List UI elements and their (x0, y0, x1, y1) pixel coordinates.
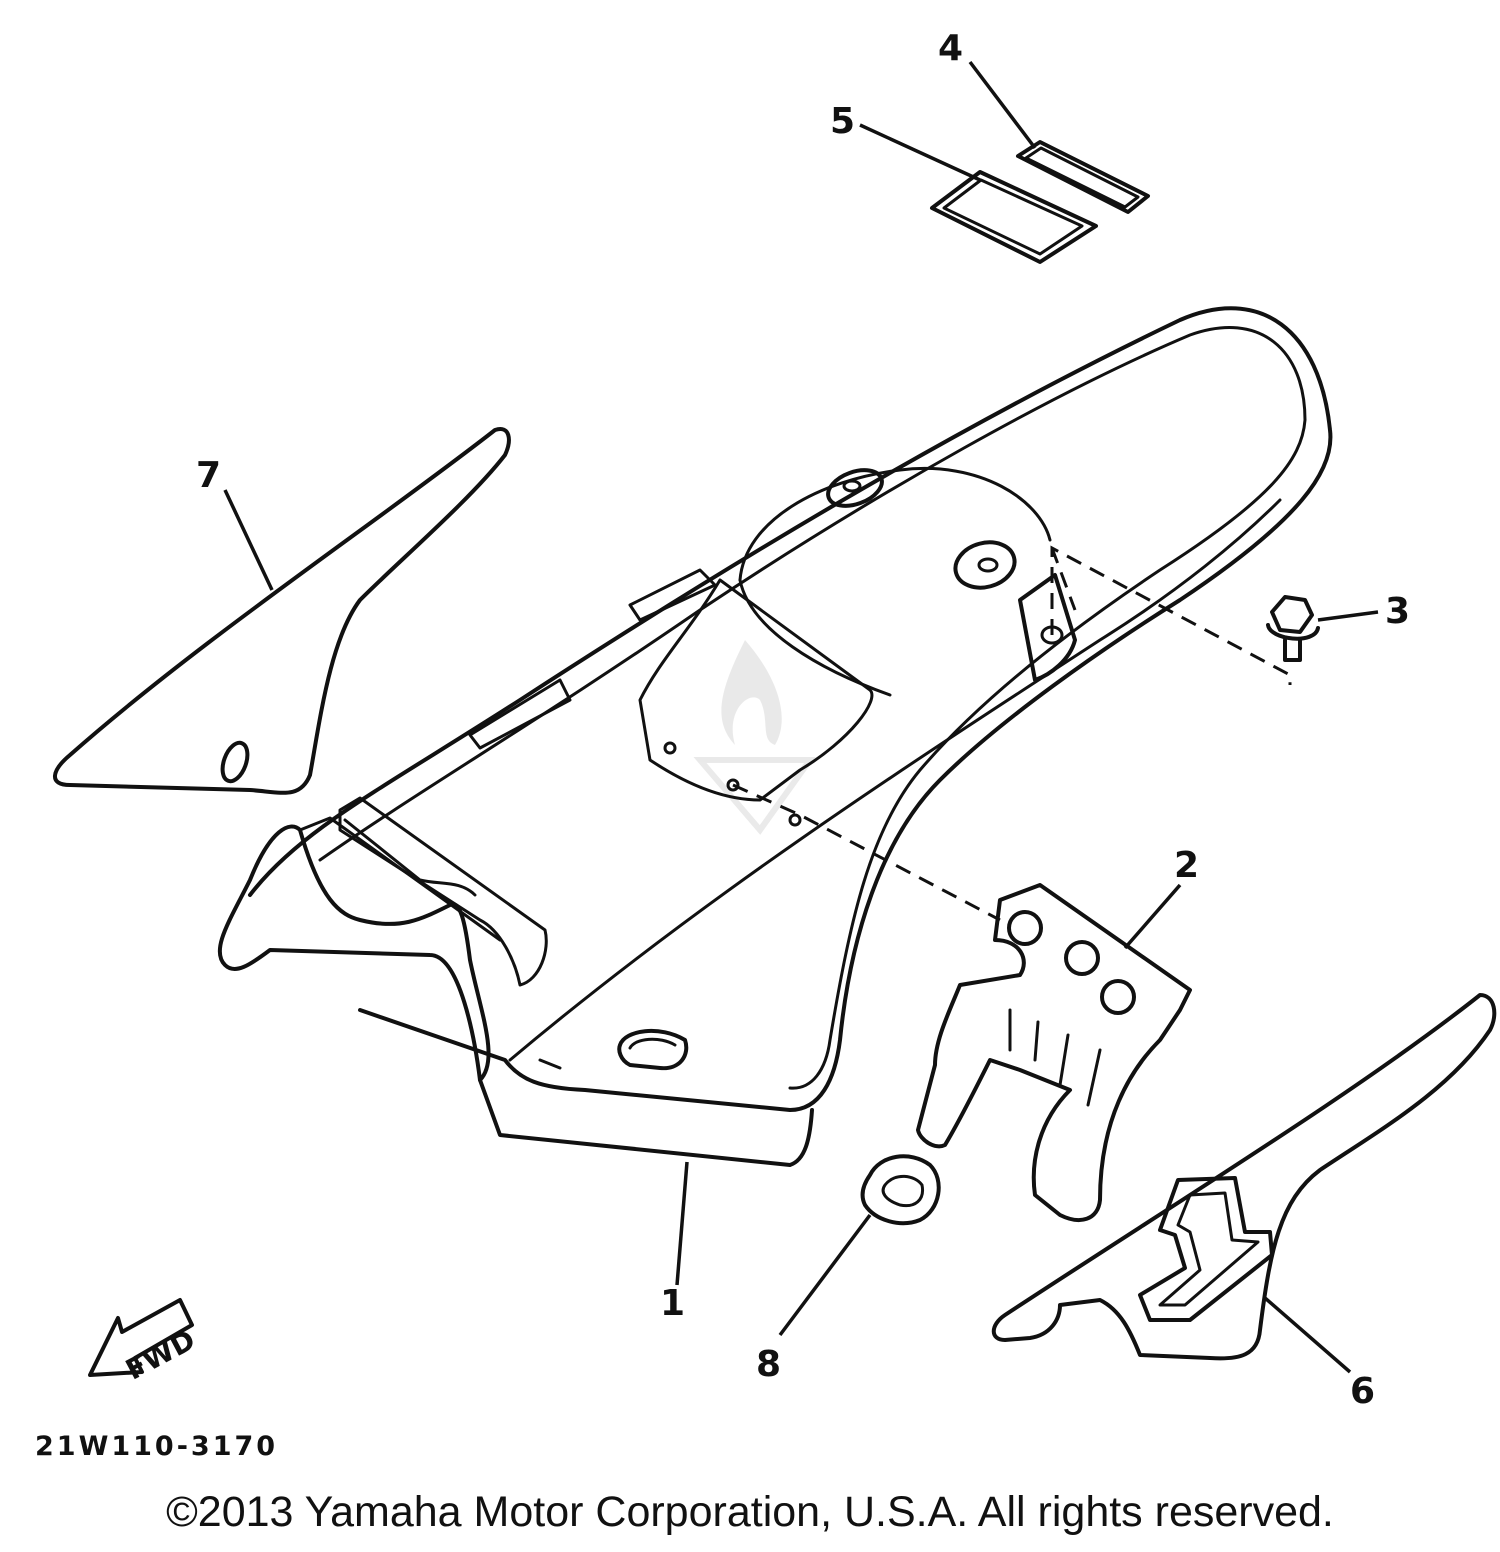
assembly-lines (732, 545, 1292, 922)
fwd-arrow-icon: FWD (88, 1298, 201, 1387)
bolt-part-3 (1266, 595, 1320, 662)
callout-8: 8 (756, 1344, 781, 1385)
copyright-notice: ©2013 Yamaha Motor Corporation, U.S.A. A… (166, 1488, 1334, 1536)
emblem-part-4 (1016, 140, 1150, 214)
part-code: 21W110-3170 (35, 1431, 278, 1462)
callout-5: 5 (830, 101, 855, 142)
fwd-label: FWD (120, 1323, 200, 1387)
callout-7: 7 (196, 455, 221, 496)
callout-6: 6 (1350, 1371, 1375, 1412)
callout-2: 2 (1174, 845, 1199, 886)
callout-4: 4 (938, 28, 963, 69)
rear-fender-part-1 (217, 306, 1333, 1167)
grommet-part-8 (860, 1154, 941, 1226)
side-cover-part-7 (53, 427, 511, 795)
emblem-part-5 (930, 170, 1098, 264)
side-cover-part-6 (991, 993, 1497, 1361)
mud-flap-part-2 (916, 883, 1192, 1222)
callout-3: 3 (1385, 591, 1410, 632)
callout-leaders (223, 60, 1379, 1374)
callout-1: 1 (660, 1283, 685, 1324)
flame-logo-icon (693, 640, 816, 835)
